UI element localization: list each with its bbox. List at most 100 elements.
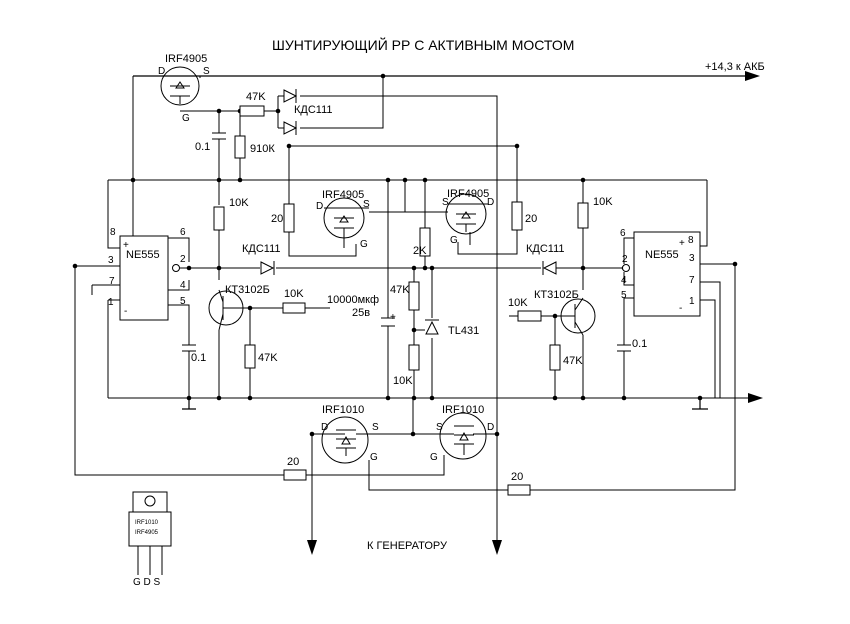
right-555-pin8: 8	[688, 235, 694, 246]
mid-right-s: S	[442, 197, 449, 208]
right-555-pin2: 2	[622, 254, 628, 265]
label-47k-top: 47K	[246, 91, 266, 103]
mosfet-mid-left-irf4905: IRF4905 D S G	[316, 189, 370, 250]
wiring	[74, 75, 748, 540]
cap-left-0-1: 0.1	[182, 344, 206, 364]
label-kt3102b-right: КТ3102Б	[534, 289, 579, 301]
top-mosfet-d: D	[158, 66, 165, 77]
resistor-20-bottom-left: 20	[283, 456, 307, 481]
bot-left-g: G	[370, 452, 378, 463]
label-cap-0-1-top: 0.1	[195, 141, 210, 153]
ground-left	[182, 398, 196, 410]
label-10k-right: 10K	[593, 196, 613, 208]
left-555-pin4: 4	[180, 280, 186, 291]
output-arrow-top: +14,3 к АКБ	[705, 61, 765, 81]
top-diodes-kds111: КДС111	[283, 89, 333, 135]
cap-right-0-1: 0.1	[617, 338, 647, 360]
mid-right-g: G	[450, 235, 458, 246]
label-10k-base-right: 10K	[508, 297, 528, 309]
diagram-title: ШУНТИРУЮЩИЙ РР С АКТИВНЫМ МОСТОМ	[272, 36, 574, 53]
label-10k-divider: 10K	[393, 375, 413, 387]
left-ne555: NE555 + - 8 6 2 3 4 7 5 1	[108, 227, 186, 321]
label-tl431: TL431	[448, 325, 479, 337]
resistor-47k-left: 47K	[244, 344, 278, 369]
bot-left-s: S	[372, 422, 379, 433]
resistor-2k: 2K	[413, 227, 431, 257]
output-arrow-bottom	[748, 393, 763, 403]
left-555-minus: -	[124, 306, 127, 317]
top-resistor-47k: 47K	[239, 91, 266, 117]
right-555-pin5: 5	[621, 290, 627, 301]
left-555-pin6: 6	[180, 227, 186, 238]
left-555-pin5: 5	[180, 296, 186, 307]
label-10k-base-left: 10K	[284, 288, 304, 300]
bot-left-d: D	[321, 422, 328, 433]
label-47k-divider: 47K	[390, 284, 410, 296]
diode-left-kds111: КДС111	[242, 243, 281, 275]
left-555-name: NE555	[126, 249, 160, 261]
tl431: TL431	[425, 319, 479, 337]
right-ne555: NE555 + - 6 8 2 3 4 5 7 1	[620, 228, 701, 317]
package-line2: IRF4905	[135, 530, 159, 536]
mid-right-d: D	[487, 197, 494, 208]
label-kds111-left: КДС111	[242, 243, 281, 255]
left-555-pin2: 2	[180, 254, 186, 265]
mosfet-bot-left-irf1010: IRF1010 D S G	[321, 404, 379, 464]
resistor-47k-divider: 47K	[390, 281, 420, 311]
label-20-bot-left: 20	[287, 456, 299, 468]
label-20-right: 20	[525, 213, 537, 225]
to220-package: IRF1010 IRF4905 G D S	[128, 491, 172, 588]
label-kt3102b-left: КТ3102Б	[225, 284, 270, 296]
transistor-left-kt3102b: КТ3102Б	[208, 284, 270, 331]
right-555-pin3: 3	[689, 253, 695, 264]
resistor-20-bottom-right: 20	[507, 471, 531, 496]
package-pins: G D S	[133, 577, 161, 588]
label-cap-plus: +	[390, 312, 396, 323]
top-cap-0-1: 0.1	[195, 124, 226, 153]
mid-left-s: S	[363, 199, 370, 210]
label-akb: +14,3 к АКБ	[705, 61, 765, 73]
bot-right-mosfet-name: IRF1010	[442, 404, 484, 416]
mosfet-top-irf4905: IRF4905 D S G	[158, 53, 210, 124]
generator-arrows: К ГЕНЕРАТОРУ	[307, 540, 502, 555]
label-20-left: 20	[271, 213, 283, 225]
resistor-20-right: 20	[511, 201, 537, 231]
top-mosfet-s: S	[203, 66, 210, 77]
junctions	[72, 73, 738, 437]
label-47k-left: 47K	[258, 352, 278, 364]
bot-right-s: S	[436, 422, 443, 433]
bot-left-mosfet-name: IRF1010	[322, 404, 364, 416]
left-555-pin3: 3	[108, 255, 114, 266]
label-25v: 25в	[352, 307, 370, 319]
label-kds111-right: КДС111	[526, 243, 565, 255]
ground-right	[692, 398, 708, 410]
label-kds111-top: КДС111	[294, 104, 333, 116]
left-555-pin7: 7	[109, 276, 115, 287]
right-555-plus: +	[679, 238, 685, 249]
right-555-pin7: 7	[689, 275, 695, 286]
mid-left-mosfet-name: IRF4905	[322, 189, 364, 201]
transistor-right-kt3102b: КТ3102Б	[534, 289, 596, 336]
top-mosfet-name: IRF4905	[165, 53, 207, 65]
bot-right-d: D	[487, 422, 494, 433]
top-mosfet-g: G	[182, 113, 190, 124]
mosfet-bot-right-irf1010: IRF1010 S D G	[430, 404, 494, 463]
resistor-47k-right: 47K	[549, 344, 583, 371]
label-20-bot-right: 20	[511, 471, 523, 483]
label-10000uf: 10000мкф	[327, 294, 379, 306]
resistor-10k-right: 10K	[577, 196, 613, 229]
resistor-10k-base-left: 10K	[282, 288, 306, 314]
resistor-20-left: 20	[271, 203, 295, 233]
label-10k-left: 10K	[229, 197, 249, 209]
diode-right-kds111: КДС111	[526, 243, 565, 275]
right-555-pin1: 1	[689, 296, 695, 307]
package-line1: IRF1010	[135, 520, 159, 526]
bot-right-g: G	[430, 452, 438, 463]
left-555-pin1: 1	[108, 297, 114, 308]
resistor-10k-base-right: 10K	[508, 297, 542, 322]
left-555-plus: +	[123, 240, 129, 251]
mosfet-mid-right-irf4905: IRF4905 S D G	[442, 188, 494, 246]
label-47k-right: 47K	[563, 355, 583, 367]
